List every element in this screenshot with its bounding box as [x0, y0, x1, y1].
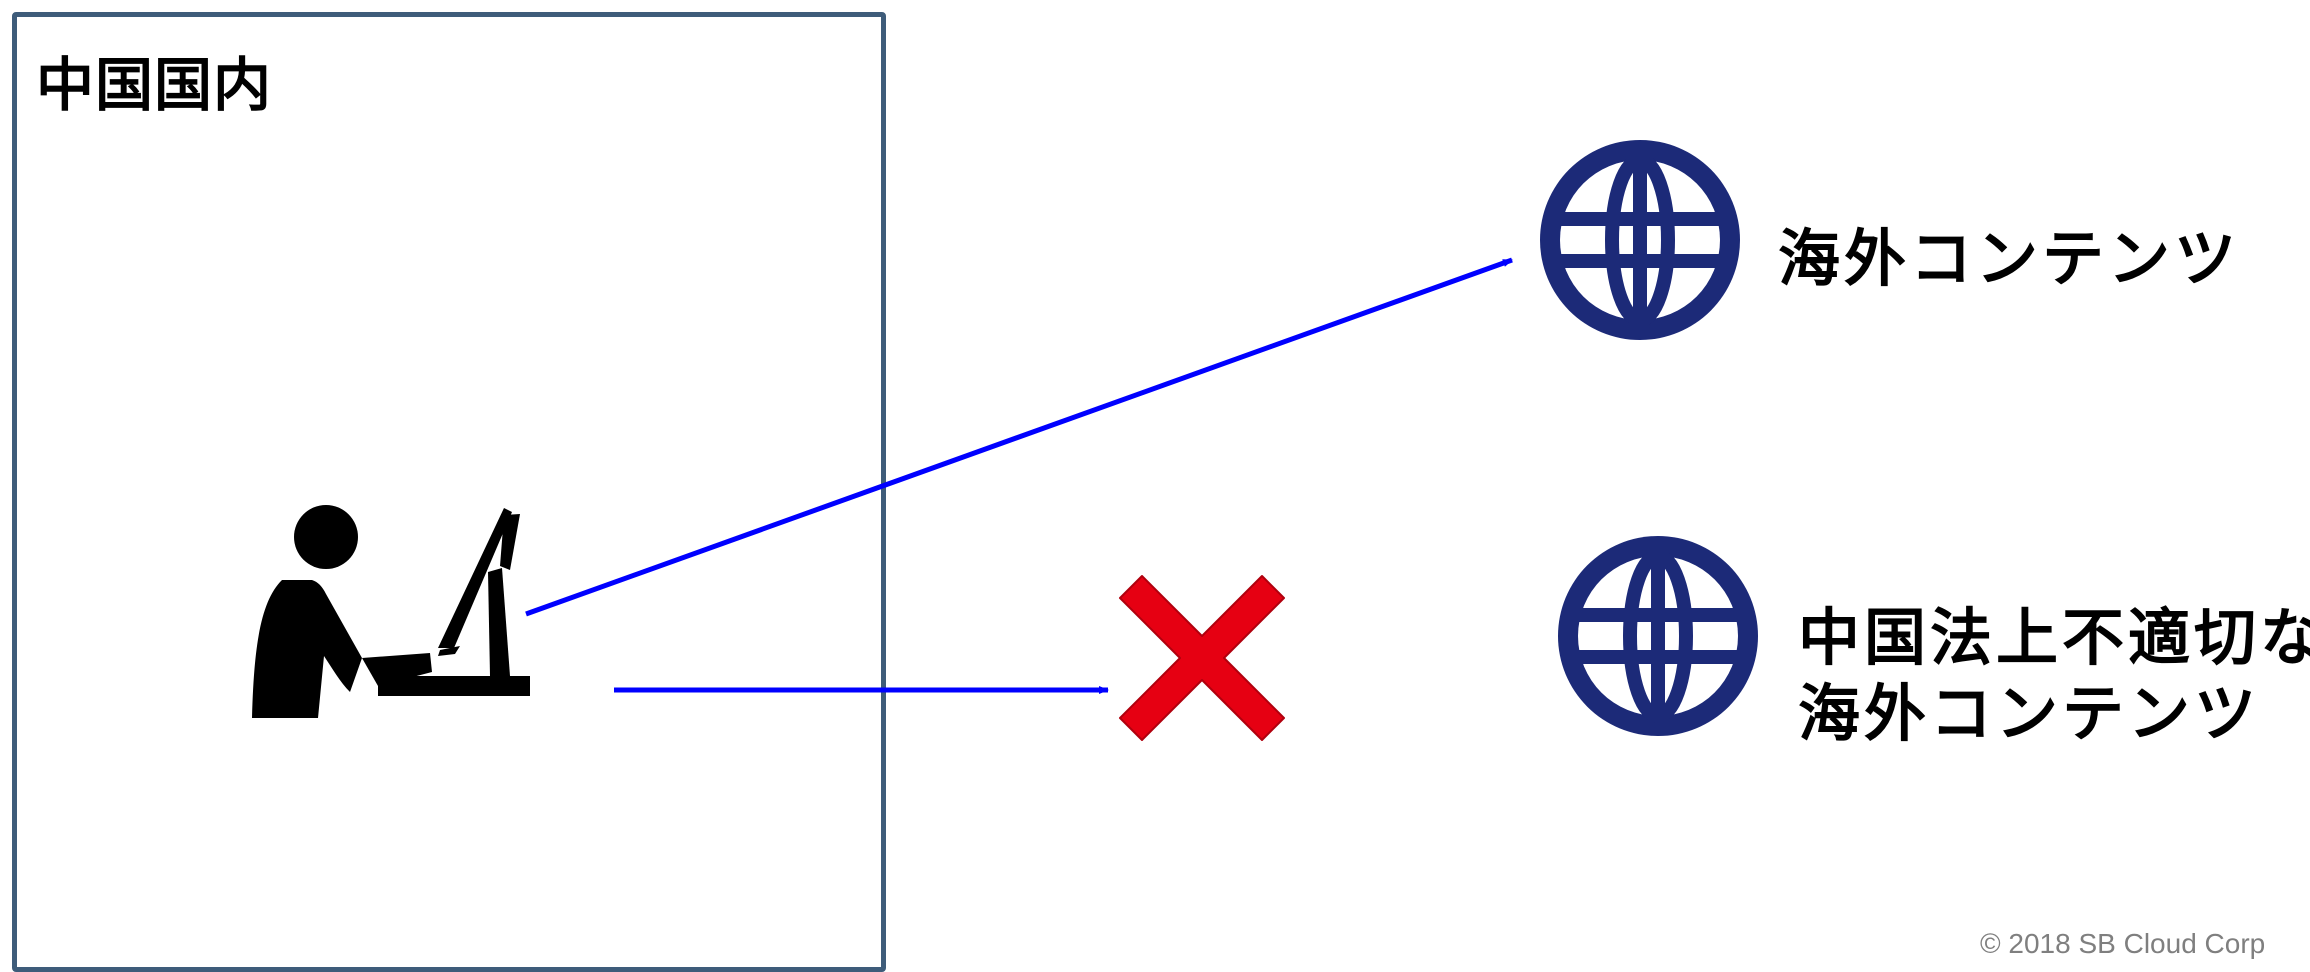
globe-icon: [1558, 536, 1758, 736]
overseas-content-label: 海外コンテンツ: [1778, 208, 2240, 298]
person-at-computer-icon: [252, 505, 530, 718]
region-label: 中国国内: [36, 51, 273, 119]
globe-icon: [1540, 140, 1740, 340]
label-line: 中国法上不適切な: [1798, 601, 2310, 674]
access-arrow-allowed: [525, 257, 1513, 617]
label-line: 海外コンテンツ: [1798, 677, 2261, 750]
label-line: 海外コンテンツ: [1778, 222, 2241, 295]
copyright-notice: © 2018 SB Cloud Corp: [1980, 928, 2266, 959]
blocked-x-icon: [1119, 575, 1285, 741]
inappropriate-content-label: 中国法上不適切な 海外コンテンツ: [1798, 600, 2310, 752]
